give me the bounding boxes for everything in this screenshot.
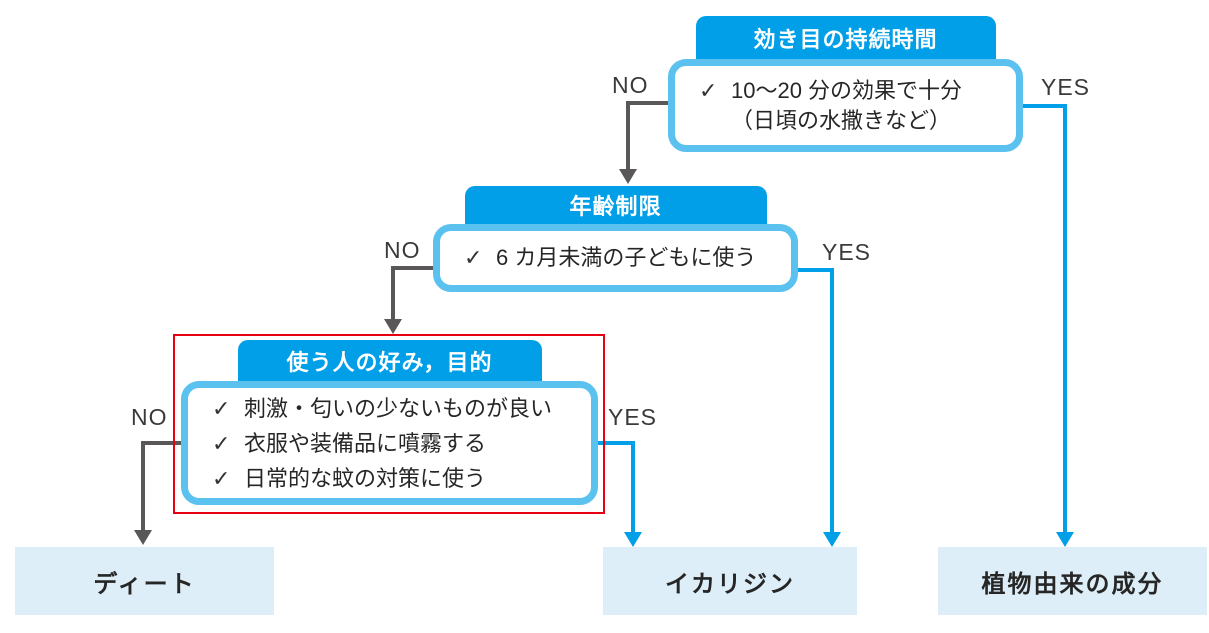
connector-preference-yes-horizontal [598, 441, 635, 445]
node-duration: 効き目の持続時間 ✓ 10〜20 分の効果で十分 （日頃の水撒きなど） [668, 16, 1023, 152]
arrow-down-icon [823, 532, 841, 547]
connector-duration-yes-vertical [1063, 104, 1067, 533]
check-icon: ✓ [699, 77, 718, 103]
connector-duration-no-horizontal [628, 101, 668, 105]
result-deet: ディート [15, 547, 274, 615]
connector-duration-yes-horizontal [1023, 104, 1067, 108]
node-preference-line: ✓ 日常的な蚊の対策に使う [212, 461, 583, 496]
node-preference-line-text: 刺激・匂いの少ないものが良い [244, 395, 553, 421]
node-preference-title: 使う人の好み，目的 [286, 349, 493, 375]
arrow-down-icon [384, 319, 402, 334]
connector-duration-no-vertical [626, 101, 630, 170]
yes-label: YES [822, 239, 872, 265]
node-duration-body: ✓ 10〜20 分の効果で十分 （日頃の水撒きなど） [668, 59, 1023, 152]
node-duration-line: ✓ 10〜20 分の効果で十分 [699, 76, 1008, 106]
no-label: NO [612, 72, 649, 98]
node-preference: 使う人の好み，目的 ✓ 刺激・匂いの少ないものが良い ✓ 衣服や装備品に噴霧する… [181, 340, 598, 505]
no-label: NO [131, 404, 168, 430]
node-duration-line-text: （日頃の水撒きなど） [731, 107, 952, 133]
arrow-down-icon [619, 169, 637, 184]
node-age: 年齢制限 ✓ 6 カ月未満の子どもに使う [433, 186, 798, 292]
result-deet-label: ディート [93, 570, 196, 598]
yes-label: YES [1041, 74, 1091, 100]
node-age-line-text: 6 カ月未満の子どもに使う [496, 245, 757, 270]
node-duration-line: （日頃の水撒きなど） [699, 106, 1008, 136]
check-icon: ✓ [212, 395, 231, 421]
result-plant-derived: 植物由来の成分 [938, 547, 1207, 615]
node-age-body: ✓ 6 カ月未満の子どもに使う [433, 224, 798, 292]
node-age-title: 年齢制限 [569, 194, 662, 219]
check-icon: ✓ [464, 245, 483, 270]
node-preference-line-text: 日常的な蚊の対策に使う [244, 465, 487, 491]
no-label: NO [384, 237, 421, 263]
check-icon: ✓ [212, 430, 231, 456]
node-age-line: ✓ 6 カ月未満の子どもに使う [464, 241, 783, 275]
node-preference-body: ✓ 刺激・匂いの少ないものが良い ✓ 衣服や装備品に噴霧する ✓ 日常的な蚊の対… [181, 381, 598, 505]
node-duration-title: 効き目の持続時間 [753, 26, 938, 52]
yes-label: YES [608, 404, 658, 430]
connector-preference-no-horizontal [143, 441, 181, 445]
connector-preference-no-vertical [141, 441, 145, 531]
arrow-down-icon [134, 530, 152, 545]
node-duration-line-text: 10〜20 分の効果で十分 [731, 77, 963, 103]
connector-preference-yes-vertical [631, 441, 635, 533]
result-plant-derived-label: 植物由来の成分 [981, 570, 1164, 598]
node-preference-line: ✓ 衣服や装備品に噴霧する [212, 426, 583, 461]
connector-age-yes-horizontal [798, 268, 834, 272]
node-preference-line-text: 衣服や装備品に噴霧する [244, 430, 487, 456]
arrow-down-icon [1056, 532, 1074, 547]
arrow-down-icon [624, 532, 642, 547]
result-icaridin: イカリジン [603, 547, 857, 615]
connector-age-no-horizontal [393, 266, 433, 270]
node-preference-line: ✓ 刺激・匂いの少ないものが良い [212, 391, 583, 426]
connector-age-yes-vertical [830, 268, 834, 533]
result-icaridin-label: イカリジン [665, 570, 795, 598]
check-icon: ✓ [212, 465, 231, 491]
connector-age-no-vertical [391, 266, 395, 320]
